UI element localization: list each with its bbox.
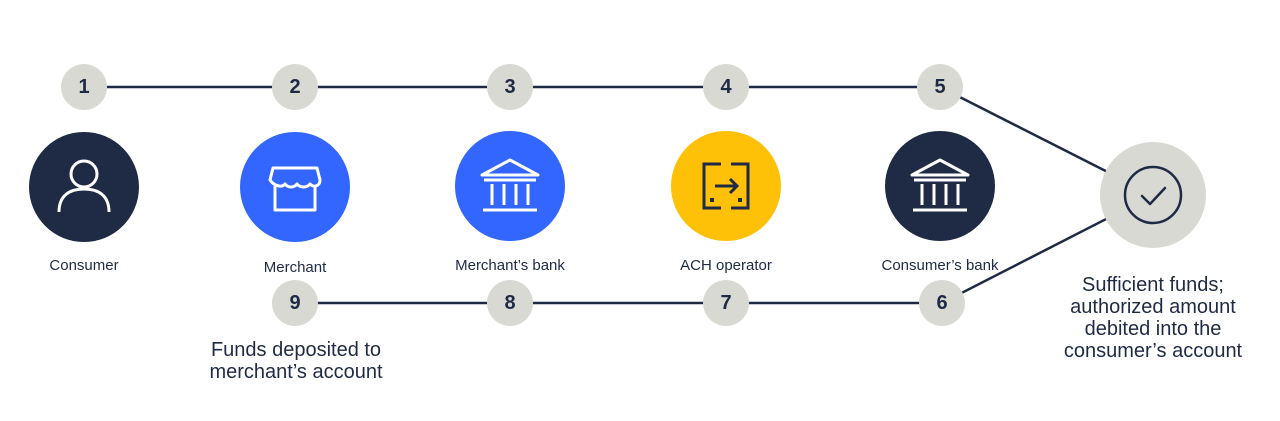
ach-operator-label: ACH operator (680, 257, 772, 274)
sufficient-funds-line-1: Sufficient funds; (1082, 274, 1224, 296)
merchant-label: Merchant (263, 259, 327, 276)
merchant-bank-label: Merchant’s bank (455, 257, 565, 274)
funds-deposited-line-1: Funds deposited to (210, 339, 382, 361)
sufficient-funds-note: Sufficient funds; authorized amount debi… (1064, 274, 1242, 362)
sufficient-funds-line-3: debited into the (1084, 318, 1222, 340)
step-2: 2 (272, 64, 318, 110)
consumer-node (29, 132, 139, 242)
step-9: 9 (272, 280, 318, 326)
step-4: 4 (703, 64, 749, 110)
merchant-bank-node (455, 131, 565, 241)
bank-icon (480, 158, 540, 212)
step-1: 1 (61, 64, 107, 110)
consumer-label: Consumer (49, 257, 119, 274)
consumer-bank-label: Consumer’s bank (881, 257, 999, 274)
funds-deposited-line-2: merchant’s account (209, 361, 383, 383)
merchant-node (240, 132, 350, 242)
step-5: 5 (917, 64, 963, 110)
step-3: 3 (487, 64, 533, 110)
transfer-icon (702, 162, 750, 210)
sufficient-funds-line-4: consumer’s account (1063, 340, 1243, 362)
sufficient-funds-node (1100, 142, 1206, 248)
check-circle-icon (1123, 165, 1183, 225)
step-7: 7 (703, 280, 749, 326)
funds-deposited-note: Funds deposited to merchant’s account (209, 339, 382, 383)
ach-operator-node (671, 131, 781, 241)
storefront-icon (268, 166, 322, 212)
step-6: 6 (919, 280, 965, 326)
consumer-bank-node (885, 131, 995, 241)
bank-icon (910, 158, 970, 212)
sufficient-funds-line-2: authorized amount (1070, 296, 1236, 318)
person-icon (57, 159, 111, 213)
step-8: 8 (487, 280, 533, 326)
